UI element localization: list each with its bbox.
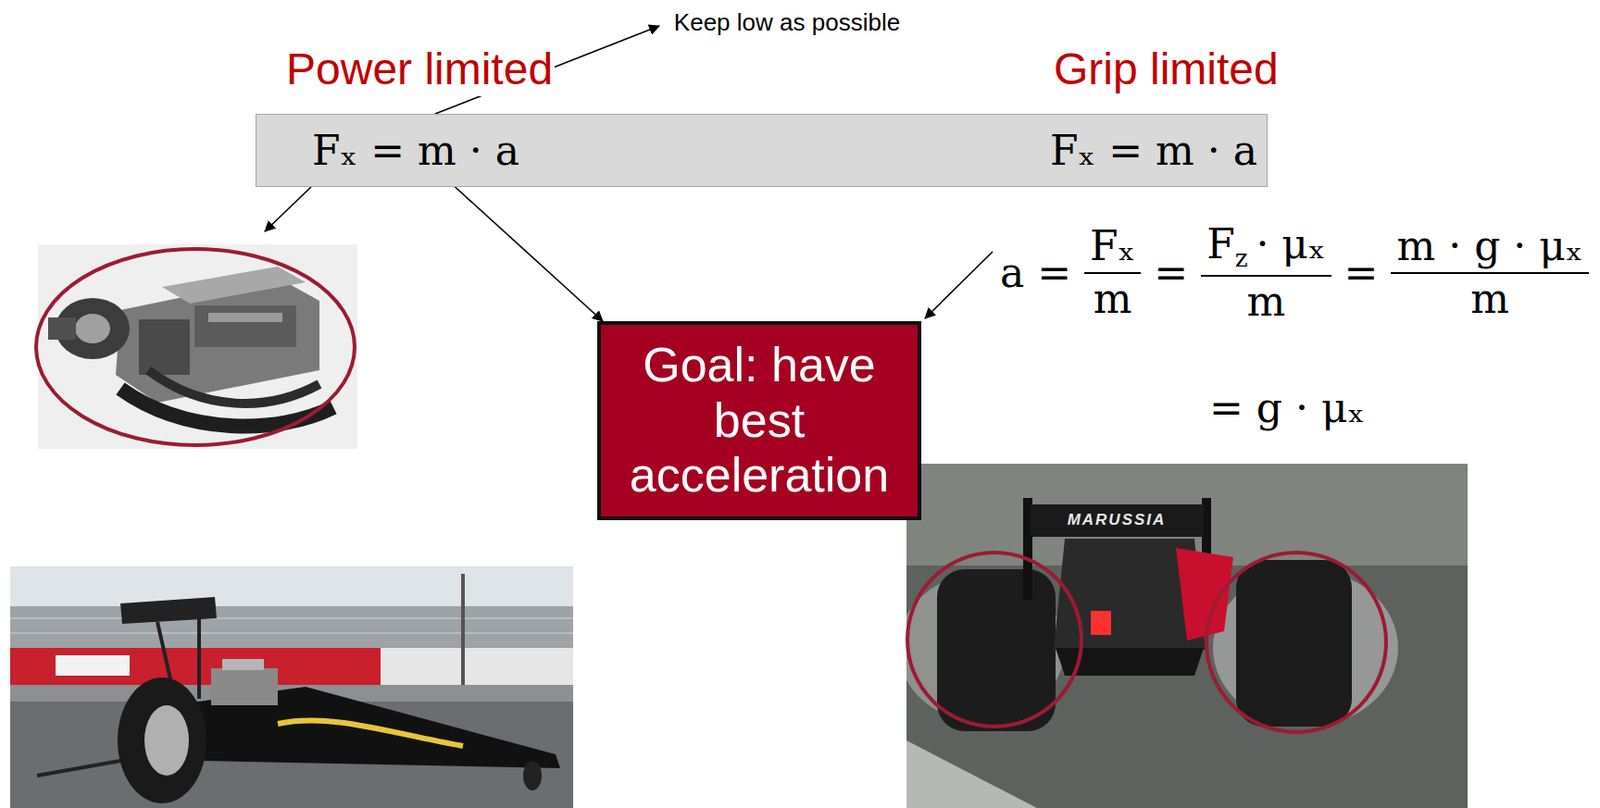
formula-text: m [1247,277,1287,325]
section-heading: Grip limited [1051,42,1281,97]
denominator: m [1247,276,1287,326]
formula: a =Fₓm=Fz· μₓm=m · g · μₓm [1000,221,1589,325]
highlight-ellipse [36,249,355,446]
denominator: m [1470,274,1510,324]
formula-text: a = [1000,250,1072,298]
section-heading: Power limited [284,42,555,97]
formula-text: z [1235,243,1249,273]
fraction: Fₓ m [1084,223,1141,323]
leader-arrow [925,251,993,319]
engine-photo [36,244,358,450]
formula-text: = [1153,250,1188,298]
connector-arrow [455,187,603,322]
car-livery-text: MARUSSIA [1067,511,1167,530]
fraction: m · g · μₓ m [1390,223,1588,323]
formula-text: Fₓ = m · a [312,126,520,175]
formula-text: = [1344,250,1379,298]
formula-band: Fₓ = m · a Fₓ = m · a [255,113,1268,188]
formula-text: F [1206,220,1236,268]
formula-text: = g · μₓ [1209,385,1365,433]
goal-box: Goal: have best acceleration [597,321,922,521]
formula-text: m · g · μₓ [1396,222,1583,270]
fraction: Fz· μₓm [1200,221,1331,325]
numerator: Fₓ [1084,223,1141,275]
formula-text: Fₓ [1089,222,1136,270]
formula-text: m [1470,275,1510,323]
leader-arrow [264,187,312,232]
highlight-circle [907,552,1082,727]
numerator: Fz· μₓ [1200,221,1331,277]
formula-text: m [1093,275,1133,323]
dragster-photo [10,566,574,808]
goal-text: Goal: have best acceleration [619,337,900,504]
formula-text: · μₓ [1255,220,1325,268]
formula-text: Fₓ = m · a [1050,126,1258,175]
denominator: m [1093,274,1133,324]
highlight-circle [1206,552,1387,733]
note-text: Keep low as possible [674,8,900,38]
numerator: m · g · μₓ [1390,223,1588,275]
f1-wet-photo [898,463,1468,808]
